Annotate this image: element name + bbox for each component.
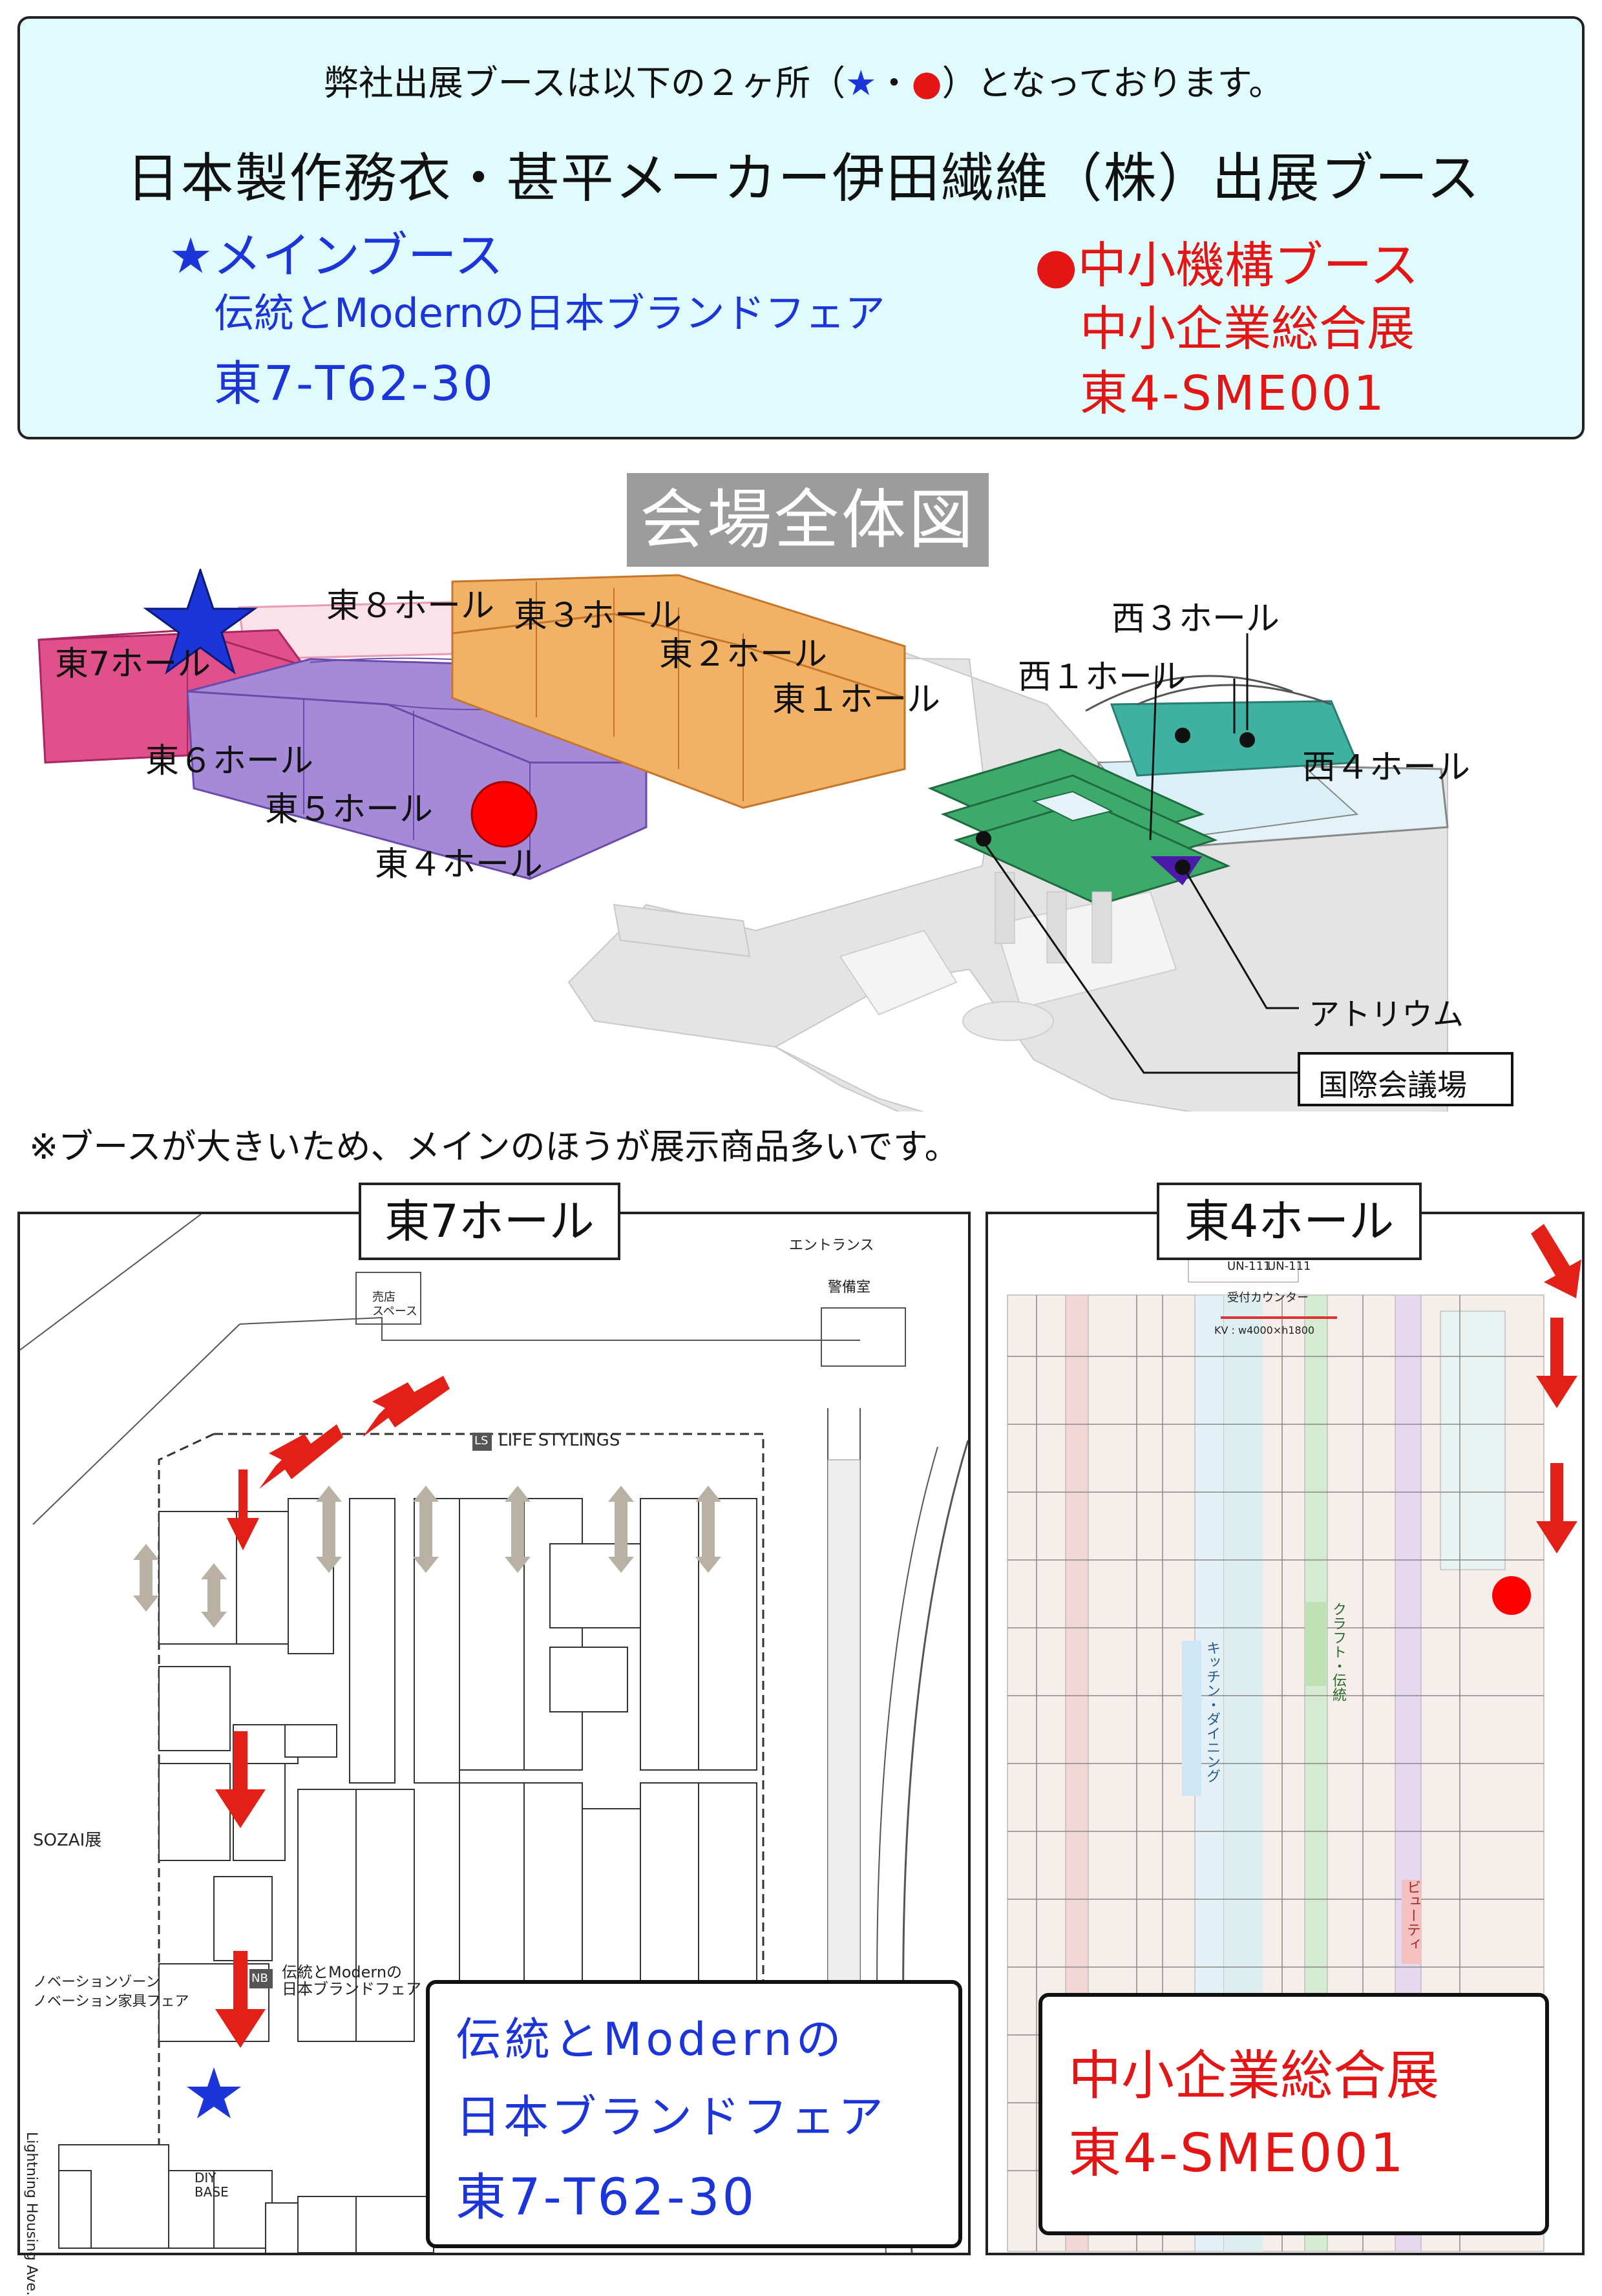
plaza (839, 929, 958, 1016)
notice-post: ）となっております。 (942, 63, 1284, 103)
label-atrium: アトリウム (1309, 996, 1464, 1033)
label-west-4: 西４ホール (1302, 748, 1471, 787)
east4-floor-panel: UN-111 UN-111 受付カウンター KV : w4000×h1800 キ… (985, 1212, 1585, 2255)
guard-room-label: 警備室 (828, 1280, 871, 1296)
label-east-5: 東５ホール (265, 790, 434, 829)
booth-note: ※ブースが大きいため、メインのほうが展示商品多いです。 (29, 1126, 960, 1167)
east7-callout-line1: 伝統とModernの (456, 2013, 845, 2066)
label-east-7: 東7ホール (55, 645, 211, 684)
kitchen-zone (1182, 1641, 1201, 1796)
east7-floor-panel: エントランス 警備室 売店 スペース LS LIFE STYLINGS NB 伝… (17, 1212, 971, 2296)
label-east-2: 東２ホール (659, 635, 828, 674)
main-fair-name: 伝統とModernの日本ブランドフェア (214, 290, 885, 337)
sme-booth-label: ●中小機構ブース (1035, 237, 1419, 294)
east4-callout-code: 東4-SME001 (1068, 2123, 1406, 2184)
kitchen-label: キッチン・ダイニング (1204, 1641, 1220, 1783)
un-111-label-1: UN-111 (1227, 1259, 1271, 1273)
shop-label: 売店 スペース (372, 1290, 417, 1318)
booth-info-box: 弊社出展ブースは以下の２ヶ所（★・●）となっております。 日本製作務衣・甚平メー… (17, 16, 1585, 439)
east7-guide-arrows (215, 1376, 450, 2048)
east4-panel-title: 東4ホール (1157, 1183, 1422, 1260)
company-title: 日本製作務衣・甚平メーカー伊田繊維（株）出展ブース (126, 148, 1481, 209)
leader-dots (976, 728, 1255, 875)
innovation-zone-label: ノベーションゾーン (33, 1974, 160, 1990)
venue-title: 会場全体図 (627, 473, 989, 567)
east7-callout: 伝統とModernの 日本ブランドフェア 東7-T62-30 (426, 1980, 962, 2248)
label-east-4: 東４ホール (375, 845, 543, 884)
craft-zone (1305, 1602, 1327, 1686)
nb-label: NB (251, 1972, 268, 1985)
east4-callout: 中小企業総合展 東4-SME001 (1038, 1993, 1549, 2235)
label-east-1: 東１ホール (772, 680, 941, 719)
entrance-label: エントランス (789, 1238, 874, 1254)
venue-map (37, 569, 1513, 1111)
label-east-3: 東３ホール (514, 596, 682, 635)
reception-label: 受付カウンター (1227, 1291, 1309, 1305)
fountain (962, 1001, 1054, 1041)
nb-fair-label: 伝統とModernの 日本ブランドフェア (282, 1963, 421, 1998)
conference-label-box (1298, 1052, 1513, 1106)
hall-west-1 (927, 748, 1231, 906)
sme-booth-dot-marker (470, 781, 538, 848)
ls-badge (472, 1433, 492, 1451)
main-booth-star-marker (143, 569, 258, 675)
ls-label: LS (474, 1434, 489, 1448)
nb-badge (249, 1969, 273, 1988)
sme-fair-name: 中小企業総合展 (1080, 301, 1415, 357)
red-dot-icon: ● (911, 63, 942, 103)
east4-callout-line1: 中小企業総合展 (1068, 2045, 1440, 2107)
label-west-1: 西１ホール (1018, 658, 1186, 697)
innovation-furniture-label: ノベーション家具フェア (33, 1994, 189, 2010)
kv-label: KV : w4000×h1800 (1214, 1324, 1315, 1336)
east7-callout-code: 東7-T62-30 (456, 2169, 757, 2227)
east4-guide-arrows (1531, 1224, 1581, 1553)
un-111-label-2: UN-111 (1267, 1259, 1311, 1273)
label-west-3: 西３ホール (1112, 600, 1280, 638)
east7-panel-title: 東7ホール (359, 1183, 620, 1260)
sozai-label: SOZAI展 (33, 1831, 102, 1850)
life-stylings-label: LIFE STYLINGS (498, 1431, 620, 1450)
label-conference: 国際会議場 (1318, 1068, 1467, 1102)
un-111-block (1188, 1256, 1299, 1283)
craft-label: クラフト・伝統 (1330, 1602, 1346, 1701)
main-booth-code: 東7-T62-30 (214, 356, 496, 412)
notice-text: 弊社出展ブースは以下の２ヶ所（★・●）となっております。 (20, 54, 1587, 105)
strip-6 (1440, 1311, 1506, 1570)
beauty-zone (1402, 1880, 1421, 1964)
sme-booth-dot-floor (1492, 1576, 1531, 1615)
star-icon: ★ (845, 63, 877, 103)
diy-base-label: DIY BASE (195, 2170, 229, 2200)
main-booth-label: ★メインブース (169, 227, 504, 284)
notice-mid: ・ (876, 63, 912, 103)
label-east-8: 東８ホール (326, 587, 495, 626)
main-booth-star-floor (187, 2067, 241, 2118)
east7-callout-line2: 日本ブランドフェア (456, 2091, 886, 2143)
label-east-6: 東６ホール (145, 742, 314, 781)
pillars (995, 872, 1112, 964)
leader-lines (981, 633, 1299, 1074)
east7-pathway-arrows (133, 1486, 721, 1628)
lightning-housing-label: Lightning Housing Ave. (23, 2132, 39, 2296)
hall-east-123 (451, 574, 906, 809)
notice-pre: 弊社出展ブースは以下の２ヶ所（ (323, 63, 846, 103)
beauty-label: ビューティ (1404, 1880, 1420, 1951)
sme-booth-code: 東4-SME001 (1080, 366, 1386, 421)
